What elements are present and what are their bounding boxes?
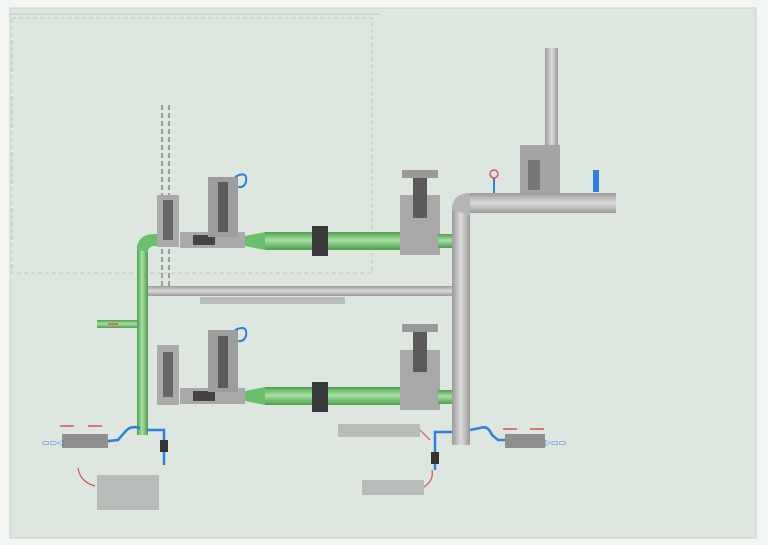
- left-drain-assembly: [62, 434, 108, 448]
- boundary-dashed-rect: [11, 17, 373, 274]
- right-note-block-lower: [362, 480, 424, 495]
- upper-large-valve-wheel: [402, 170, 438, 178]
- lower-large-valve-wheel: [402, 324, 438, 332]
- lower-check-valve: [193, 391, 215, 401]
- drawing-area: [9, 7, 757, 539]
- bypass-label-block: [200, 297, 345, 304]
- lower-strainer-core: [163, 352, 173, 397]
- upper-check-valve: [193, 235, 215, 245]
- gray-tee-core: [528, 160, 540, 190]
- left-blue-drop: [147, 428, 166, 465]
- right-drop-valve: [431, 452, 439, 464]
- gray-riser-elbow: [452, 193, 475, 215]
- right-drain-connector: ▷▭▭: [545, 438, 566, 447]
- lower-green-pipe: [265, 387, 405, 405]
- upper-branch: [157, 170, 452, 256]
- lower-inline-valve: [312, 382, 328, 412]
- green-header-vertical: [137, 245, 148, 435]
- upper-large-valve-stem: [413, 178, 427, 218]
- lower-large-valve-stem: [413, 332, 427, 372]
- upper-actuator-core: [218, 182, 228, 232]
- upper-green-pipe: [265, 232, 405, 250]
- gray-bypass-pipe: [148, 286, 456, 296]
- lower-actuator-core: [218, 336, 228, 388]
- upper-reducer: [245, 232, 265, 250]
- thermometer-icon: [593, 170, 599, 192]
- right-blue-drain: [469, 426, 520, 442]
- lower-blue-loop: [234, 327, 248, 343]
- upper-strainer-core: [163, 200, 173, 240]
- gray-vent-pipe: [545, 48, 558, 168]
- gray-riser-vertical: [452, 205, 470, 445]
- right-note-block-upper: [338, 424, 420, 437]
- right-red-leader-upper: [419, 429, 431, 441]
- left-drop-valve: [160, 440, 168, 452]
- left-red-leader: [77, 467, 96, 487]
- gray-top-header: [470, 193, 616, 213]
- left-blue-drain: [99, 425, 141, 444]
- left-note-block: [97, 475, 159, 510]
- left-drain-connector: ▭▭◁: [42, 438, 63, 447]
- upper-blue-loop: [234, 173, 248, 189]
- right-red-leader-lower: [423, 469, 433, 488]
- upper-inline-valve: [312, 226, 328, 256]
- right-drain-assembly: [505, 434, 545, 448]
- lower-green-outlet: [438, 390, 452, 404]
- lower-branch: [157, 324, 452, 412]
- lower-reducer: [245, 387, 265, 405]
- green-header-elbow: [137, 234, 160, 252]
- upper-green-outlet: [438, 234, 452, 248]
